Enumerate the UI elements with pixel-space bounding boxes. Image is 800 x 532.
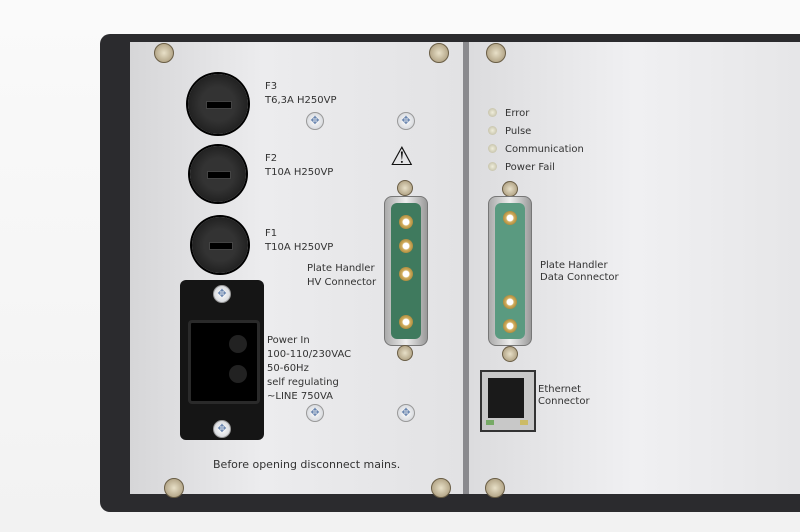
screw-icon: ✥ [397,112,415,130]
led-power-fail [488,162,497,171]
screw-icon [486,43,506,63]
screw-icon: ✥ [306,404,324,422]
screw-icon [397,345,413,361]
fuse-holder-f1[interactable] [192,217,248,273]
screw-icon: ✥ [397,404,415,422]
screw-icon [154,43,174,63]
hv-connector[interactable] [384,196,428,346]
warning-text: Before opening disconnect mains. [213,458,401,471]
screw-icon [431,478,451,498]
screw-icon [429,43,449,63]
panel-divider [463,42,469,494]
screw-icon: ✥ [213,420,231,438]
screw-icon [164,478,184,498]
screw-icon [397,180,413,196]
fuse-holder-f2[interactable] [190,146,246,202]
screw-icon [485,478,505,498]
led-pulse [488,126,497,135]
screw-icon: ✥ [213,285,231,303]
fuse-holder-f3[interactable] [188,74,248,134]
ethernet-port[interactable] [480,370,536,432]
data-connector[interactable] [488,196,532,346]
screw-icon [502,181,518,197]
led-communication [488,144,497,153]
screw-icon: ✥ [306,112,324,130]
warning-triangle-icon: ⚠ [390,142,414,172]
power-inlet[interactable]: ✥ ✥ [180,280,264,440]
screw-icon [502,346,518,362]
led-error [488,108,497,117]
